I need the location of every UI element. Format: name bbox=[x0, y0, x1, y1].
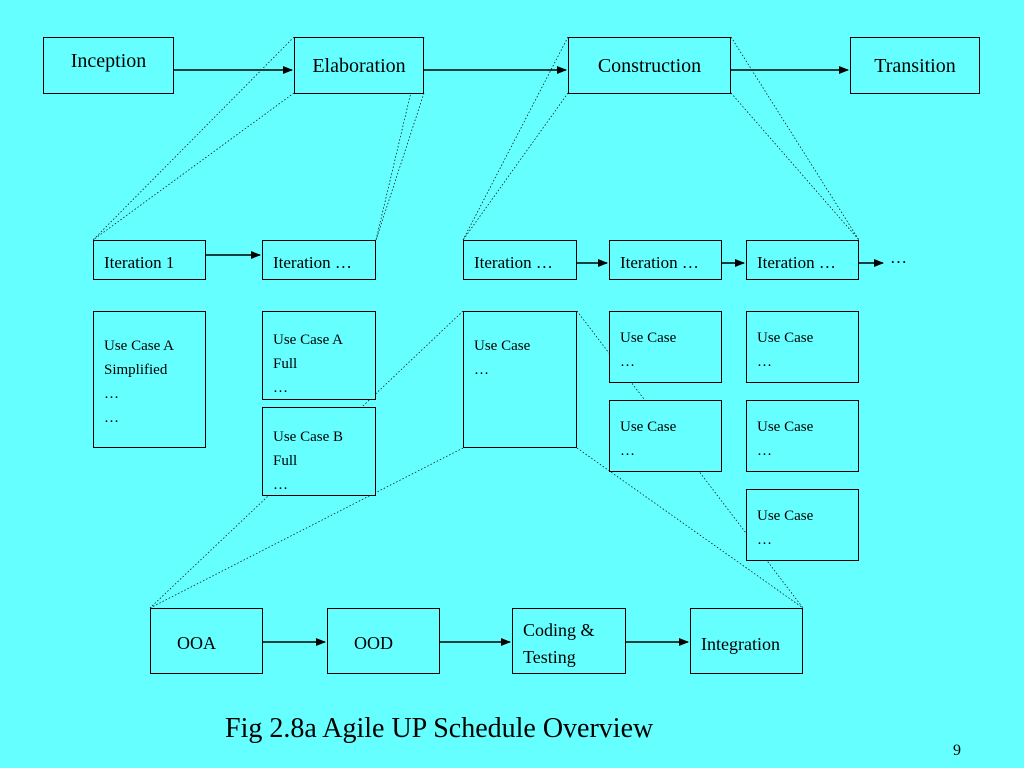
iteration-2: Iteration … bbox=[262, 240, 376, 280]
iteration-more-ellipsis: … bbox=[890, 248, 907, 267]
activity-integration: Integration bbox=[690, 608, 803, 674]
use-case-iteration-5-c: Use Case … bbox=[746, 489, 859, 561]
use-case-iteration-5-a-text: Use Case … bbox=[757, 330, 814, 370]
use-case-a-simplified-text: Use Case A Simplified … … bbox=[104, 338, 174, 426]
use-case-iteration-3: Use Case … bbox=[463, 311, 577, 448]
use-case-iteration-4-b-text: Use Case … bbox=[620, 419, 677, 459]
iteration-1-label: Iteration 1 bbox=[104, 253, 175, 272]
zoom-lines bbox=[92, 36, 860, 609]
use-case-iteration-5-c-text: Use Case … bbox=[757, 508, 814, 548]
activity-coding-testing-label: Coding & Testing bbox=[523, 620, 595, 667]
phase-inception: Inception bbox=[43, 37, 174, 94]
activity-coding-testing: Coding & Testing bbox=[512, 608, 626, 674]
use-case-a-full: Use Case A Full … bbox=[262, 311, 376, 400]
iteration-1: Iteration 1 bbox=[93, 240, 206, 280]
figure-caption: Fig 2.8a Agile UP Schedule Overview bbox=[225, 713, 654, 744]
phase-construction-label: Construction bbox=[597, 55, 702, 77]
iteration-5: Iteration … bbox=[746, 240, 859, 280]
phase-arrows bbox=[174, 66, 884, 646]
use-case-iteration-5-b: Use Case … bbox=[746, 400, 859, 472]
use-case-a-simplified: Use Case A Simplified … … bbox=[93, 311, 206, 448]
use-case-iteration-5-a: Use Case … bbox=[746, 311, 859, 383]
iteration-3-label: Iteration … bbox=[474, 253, 553, 272]
use-case-iteration-3-text: Use Case … bbox=[474, 338, 531, 378]
use-case-iteration-4-b: Use Case … bbox=[609, 400, 722, 472]
iteration-4: Iteration … bbox=[609, 240, 722, 280]
phase-elaboration-label: Elaboration bbox=[312, 55, 406, 77]
activity-ooa-label: OOA bbox=[177, 633, 216, 653]
iteration-3: Iteration … bbox=[463, 240, 577, 280]
use-case-iteration-5-b-text: Use Case … bbox=[757, 419, 814, 459]
use-case-b-full-text: Use Case B Full … bbox=[273, 429, 343, 493]
activity-integration-label: Integration bbox=[701, 634, 780, 654]
phase-inception-label: Inception bbox=[70, 50, 147, 72]
phase-elaboration: Elaboration bbox=[294, 37, 424, 94]
use-case-b-full: Use Case B Full … bbox=[262, 407, 376, 496]
slide-number: 9 bbox=[953, 742, 961, 759]
activity-ood-label: OOD bbox=[354, 633, 393, 653]
use-case-iteration-4-a: Use Case … bbox=[609, 311, 722, 383]
phase-transition-label: Transition bbox=[874, 55, 956, 77]
activity-ood: OOD bbox=[327, 608, 440, 674]
iteration-2-label: Iteration … bbox=[273, 253, 352, 272]
phase-transition: Transition bbox=[850, 37, 980, 94]
iteration-4-label: Iteration … bbox=[620, 253, 699, 272]
use-case-iteration-4-a-text: Use Case … bbox=[620, 330, 677, 370]
use-case-a-full-text: Use Case A Full … bbox=[273, 332, 343, 396]
activity-ooa: OOA bbox=[150, 608, 263, 674]
phase-construction: Construction bbox=[568, 37, 731, 94]
iteration-5-label: Iteration … bbox=[757, 253, 836, 272]
